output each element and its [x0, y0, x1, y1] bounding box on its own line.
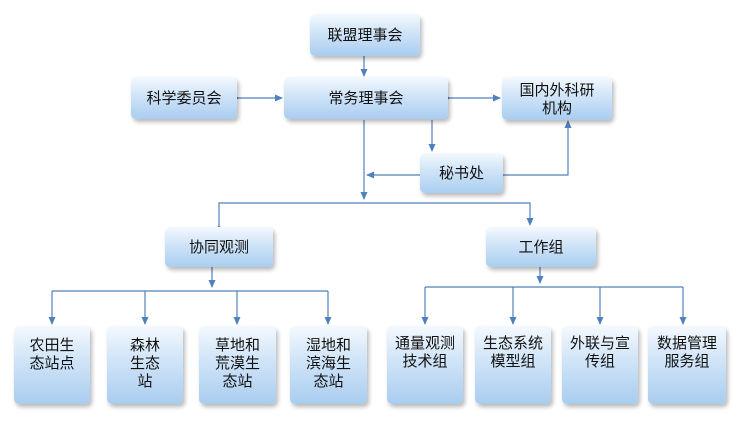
forest-station-label: 森林生态站 — [129, 336, 160, 390]
outreach-group-label: 外联与宣传组 — [569, 334, 630, 370]
data-service-group-box: 数据管理服务组 — [648, 326, 726, 404]
collab-observation-box: 协同观测 — [165, 227, 273, 267]
grassland-desert-station-label: 草地和荒漠生态站 — [214, 336, 260, 390]
flux-tech-group-box: 通量观测技术组 — [387, 326, 463, 404]
ecosystem-model-group-box: 生态系统模型组 — [475, 326, 551, 404]
science-committee-label: 科学委员会 — [146, 89, 222, 107]
data-service-group-label: 数据管理服务组 — [656, 334, 717, 370]
working-groups-label: 工作组 — [518, 238, 564, 256]
council-box: 联盟理事会 — [310, 14, 420, 56]
standing-council-box: 常务理事会 — [284, 77, 448, 119]
branch-split-line — [215, 202, 534, 232]
farmland-station-label: 农田生态站点 — [29, 336, 75, 372]
arrow-secretariat-institutions — [497, 120, 572, 179]
standing-council-label: 常务理事会 — [328, 89, 404, 107]
working-groups-box: 工作组 — [486, 227, 596, 267]
farmland-station-box: 农田生态站点 — [14, 326, 90, 404]
council-label: 联盟理事会 — [327, 26, 403, 44]
science-committee-box: 科学委员会 — [131, 77, 237, 119]
outreach-group-box: 外联与宣传组 — [562, 326, 638, 404]
wetland-coastal-station-box: 湿地和滨海生态站 — [290, 326, 367, 404]
secretariat-label: 秘书处 — [438, 164, 484, 182]
research-institutions-box: 国内外科研机构 — [502, 77, 612, 120]
ecosystem-model-group-label: 生态系统模型组 — [482, 334, 543, 370]
collab-observation-label: 协同观测 — [188, 238, 249, 256]
research-institutions-label: 国内外科研机构 — [519, 80, 595, 117]
forest-station-box: 森林生态站 — [107, 326, 183, 404]
secretariat-box: 秘书处 — [420, 153, 503, 193]
grassland-desert-station-box: 草地和荒漠生态站 — [199, 326, 276, 404]
wetland-coastal-station-label: 湿地和滨海生态站 — [305, 336, 351, 390]
flux-tech-group-label: 通量观测技术组 — [394, 334, 455, 370]
